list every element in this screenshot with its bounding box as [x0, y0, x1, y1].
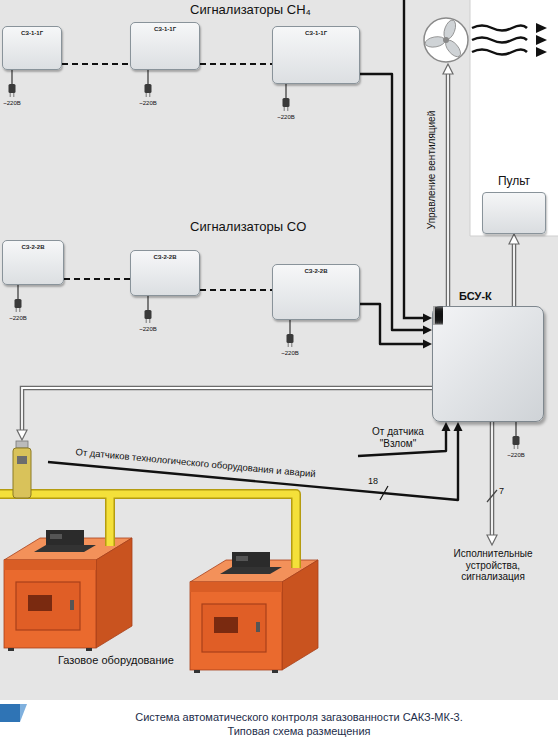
intrusion-line	[358, 422, 451, 456]
control-unit-box: БСУ-К	[432, 306, 544, 422]
model-name: СЗ-2-2В	[3, 241, 63, 251]
power-plug	[513, 422, 520, 449]
model-name: СЗ-2-2В	[273, 265, 359, 275]
model-name: СЗ-2-2В	[131, 251, 199, 261]
power-plug	[145, 70, 152, 97]
control-button	[441, 306, 443, 325]
power-plug	[15, 285, 22, 312]
power-plug	[283, 84, 290, 111]
fan-symbol	[424, 18, 468, 62]
voltage-label: ~220В	[507, 452, 525, 459]
connector	[62, 64, 130, 65]
power-plug	[145, 296, 152, 323]
output-line	[487, 422, 497, 545]
voltage-label: ~220В	[3, 100, 21, 107]
gas-pipe	[0, 494, 296, 568]
line-label: От датчика "Взлом"	[362, 426, 434, 449]
gas-alarm-box: СЗ-2-2В	[272, 264, 360, 320]
connector	[64, 279, 130, 280]
model-name: СЗ-1-1Г	[3, 27, 61, 37]
connector	[509, 234, 519, 306]
connector	[200, 64, 272, 65]
unit-heading: БСУ-К	[459, 290, 492, 302]
line-label: Управление вентиляцией	[426, 111, 438, 230]
voltage-label: ~220В	[9, 315, 27, 322]
gas-alarm-box: СЗ-1-1Г	[2, 26, 62, 70]
voltage-label: ~220В	[277, 114, 295, 121]
valve-control-line	[17, 388, 432, 440]
connector	[360, 304, 432, 349]
gas-alarm-box: СЗ-1-1Г	[130, 22, 200, 70]
voltage-label: ~220В	[139, 326, 157, 333]
blue-stripe	[0, 704, 20, 722]
ventilation-line	[443, 64, 453, 306]
connector	[200, 290, 272, 291]
voltage-label: ~220В	[281, 350, 299, 357]
model-name: СЗ-1-1Г	[131, 23, 199, 33]
gas-valve	[13, 441, 31, 498]
power-plug	[9, 70, 16, 97]
unit-heading: Пульт	[498, 174, 530, 188]
equipment-label: Газовое оборудование	[58, 654, 174, 667]
caption: Система автоматического контроля загазов…	[121, 710, 477, 739]
gas-alarm-box: СЗ-2-2В	[130, 250, 200, 296]
air-flow-arrows	[472, 23, 547, 57]
gas-boiler	[190, 552, 318, 673]
group-title: Сигнализаторы CO	[190, 220, 306, 235]
voltage-label: ~220В	[139, 100, 157, 107]
line-label: Исполнительные устройства, сигнализация	[441, 548, 545, 583]
gas-boiler	[4, 530, 132, 651]
gas-alarm-box: СЗ-1-1Г	[272, 26, 360, 84]
remote-panel-box: Пульт	[482, 192, 546, 234]
sensor-line	[48, 422, 463, 500]
wire-count: 18	[368, 476, 378, 486]
group-title: Сигнализаторы CH₄	[190, 3, 311, 18]
connector	[360, 74, 432, 335]
power-plug	[287, 320, 294, 347]
wire-count: 7	[499, 486, 504, 496]
model-name: СЗ-1-1Г	[273, 27, 359, 37]
gas-alarm-box: СЗ-2-2В	[2, 240, 64, 285]
